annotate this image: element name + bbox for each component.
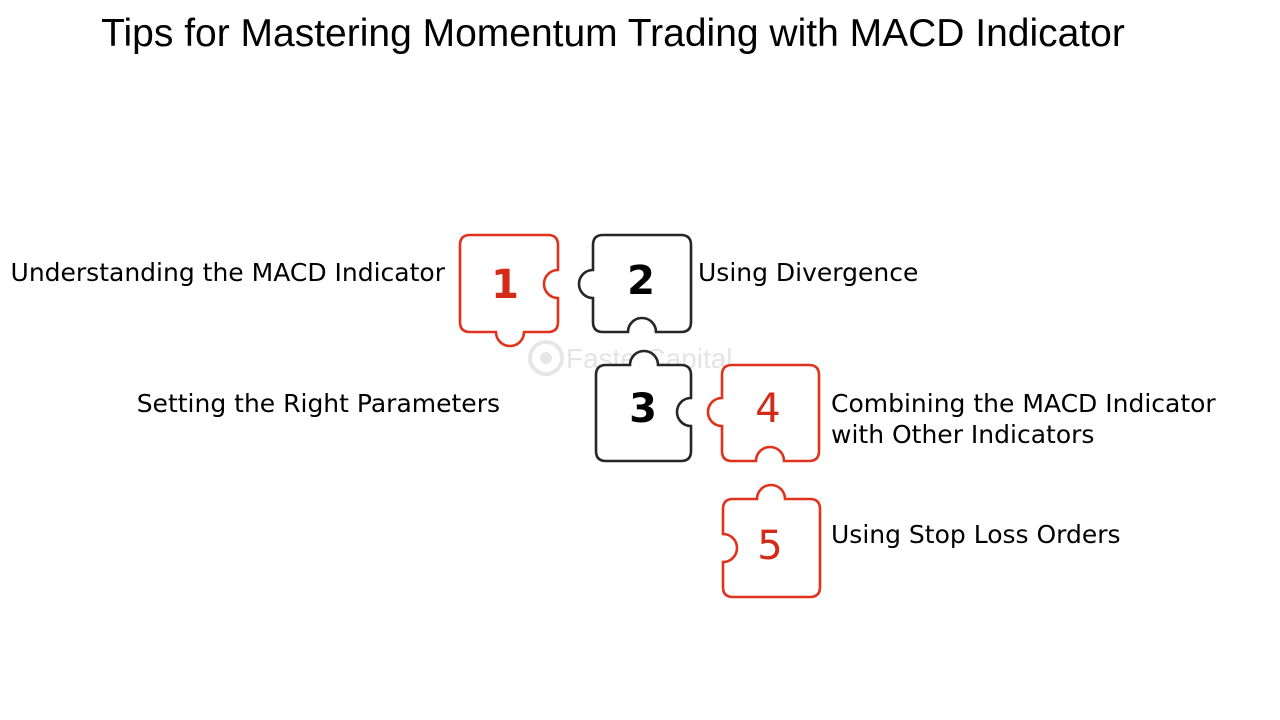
step-4-label-line-2: with Other Indicators bbox=[831, 419, 1094, 450]
step-3-label: Setting the Right Parameters bbox=[137, 388, 500, 419]
step-5-number: 5 bbox=[757, 523, 782, 569]
step-2-label: Using Divergence bbox=[698, 257, 918, 288]
step-4-label-line-1: Combining the MACD Indicator bbox=[831, 388, 1216, 419]
step-1-label: Understanding the MACD Indicator bbox=[11, 257, 445, 288]
watermark-logo-center bbox=[540, 352, 552, 364]
step-4-number: 4 bbox=[755, 386, 780, 432]
step-5-label: Using Stop Loss Orders bbox=[831, 519, 1121, 550]
step-3-number: 3 bbox=[629, 386, 657, 432]
step-1-number: 1 bbox=[491, 262, 519, 308]
step-2-number: 2 bbox=[627, 258, 655, 304]
